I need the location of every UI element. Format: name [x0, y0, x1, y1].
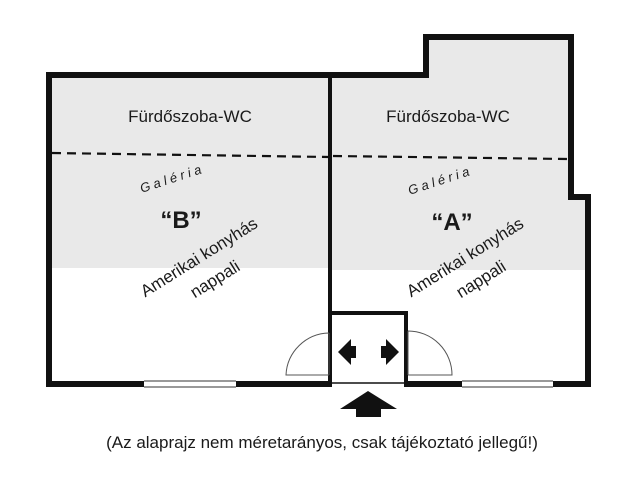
- gallery-zone-b: [50, 78, 329, 268]
- gallery-zone-a: [331, 38, 587, 270]
- unit-label-a: “A”: [431, 209, 472, 236]
- entrance-arrow-icon: [340, 391, 397, 417]
- window-b: [144, 380, 236, 388]
- outer-walls: [46, 34, 591, 387]
- unit-label-b: “B”: [160, 207, 201, 234]
- disclaimer-note: (Az alaprajz nem méretarányos, csak tájé…: [106, 433, 538, 452]
- bathroom-label-b: Fürdőszoba-WC: [128, 107, 252, 126]
- window-a: [462, 380, 553, 388]
- right-arrow-icon: [381, 339, 399, 365]
- gallery-edge-a: [332, 154, 569, 161]
- vestibule-walls: [330, 311, 408, 386]
- door-a: [407, 330, 453, 376]
- door-b: [285, 332, 330, 376]
- left-arrow-icon: [338, 339, 356, 365]
- bathroom-label-a: Fürdőszoba-WC: [386, 107, 510, 126]
- gallery-edge-b: [51, 151, 330, 159]
